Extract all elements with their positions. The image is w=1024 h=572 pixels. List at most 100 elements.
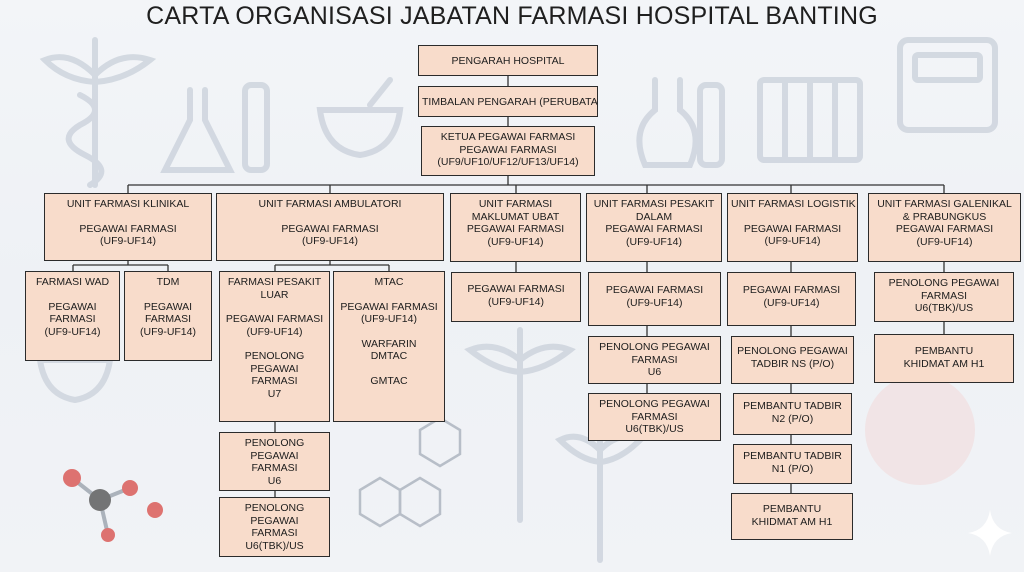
node-text-line: WARFARIN bbox=[361, 337, 417, 350]
page-title: CARTA ORGANISASI JABATAN FARMASI HOSPITA… bbox=[146, 2, 878, 30]
line-gap bbox=[337, 363, 441, 375]
node-text-line: DALAM bbox=[635, 210, 673, 223]
node-text-line: MTAC bbox=[374, 276, 404, 288]
node-text-line: KHIDMAT AM H1 bbox=[903, 357, 985, 370]
node-text-line: TIMBALAN PENGARAH (PERUBATAN) bbox=[422, 96, 598, 108]
node-text-line: (UF9-UF14) bbox=[626, 296, 683, 309]
node-text-line: PENOLONG PEGAWAI bbox=[599, 341, 710, 353]
node-text-line: PEGAWAI bbox=[250, 514, 299, 527]
node-text-line: U6 bbox=[267, 474, 282, 487]
node-text-line: (UF9-UF14) bbox=[764, 235, 821, 247]
node-text-line: & PRABUNGKUS bbox=[902, 210, 987, 223]
node-text-line: KETUA PEGAWAI FARMASI bbox=[440, 131, 576, 143]
node-text-line: PEGAWAI FARMASI bbox=[225, 313, 324, 325]
node-text-line: PEGAWAI FARMASI bbox=[281, 222, 379, 235]
line-gap bbox=[29, 289, 116, 301]
node-text-line: UNIT FARMASI PESAKIT bbox=[593, 198, 715, 210]
node-unit-farmasi-klinikal: UNIT FARMASI KLINIKAL PEGAWAI FARMASI(UF9… bbox=[44, 193, 212, 261]
node-text-line: (UF9-UF14) bbox=[763, 296, 820, 309]
node-text-line: PEGAWAI FARMASI bbox=[743, 222, 842, 235]
line-gap bbox=[48, 211, 208, 223]
sparkle-icon bbox=[968, 510, 1012, 556]
node-text-line: FARMASI bbox=[920, 289, 968, 302]
node-text-line: PEGAWAI bbox=[48, 300, 97, 313]
line-gap bbox=[220, 211, 440, 223]
caduceus-icon bbox=[39, 37, 157, 188]
node-text-line: PENGARAH HOSPITAL bbox=[451, 55, 565, 67]
node-text-line: (UF9-UF14) bbox=[301, 235, 358, 247]
caduceus-icon bbox=[464, 327, 576, 523]
line-gap bbox=[223, 338, 326, 350]
node-text-line: PEGAWAI bbox=[250, 449, 299, 462]
node-text-line: PENOLONG PEGAWAI bbox=[599, 398, 710, 410]
line-gap bbox=[223, 301, 326, 313]
node-text-line: N1 (P/O) bbox=[771, 462, 814, 475]
node-text-line: PEGAWAI FARMASI bbox=[459, 143, 557, 156]
node-text-line: FARMASI bbox=[251, 527, 298, 539]
node-text-line: (UF9-UF14) bbox=[625, 235, 682, 248]
node-text-line: MAKLUMAT UBAT bbox=[471, 210, 560, 223]
node-text-line: FARMASI bbox=[251, 375, 298, 387]
node-text-line: (UF9-UF14) bbox=[487, 295, 544, 308]
line-gap bbox=[337, 326, 441, 338]
node-text-line: KHIDMAT AM H1 bbox=[751, 515, 833, 528]
node-unit-farmasi-logistik: UNIT FARMASI LOGISTIK PEGAWAI FARMASI(UF9… bbox=[727, 193, 858, 262]
node-text-line: PEGAWAI FARMASI bbox=[340, 300, 438, 313]
node-unit-farmasi-ambulatori: UNIT FARMASI AMBULATORI PEGAWAI FARMASI(U… bbox=[216, 193, 444, 261]
node-text-line: (UF9-UF14) bbox=[139, 325, 196, 338]
node-text-line: PEGAWAI bbox=[143, 300, 193, 313]
node-text-line: UNIT FARMASI LOGISTIK bbox=[731, 198, 856, 210]
node-timbalan-pengarah: TIMBALAN PENGARAH (PERUBATAN) bbox=[418, 86, 598, 117]
node-text-line: FARMASI bbox=[631, 353, 678, 366]
node-text-line: LUAR bbox=[260, 288, 289, 301]
node-text-line: (UF9-UF14) bbox=[99, 235, 156, 247]
line-gap bbox=[731, 211, 854, 223]
node-text-line: PEGAWAI FARMASI bbox=[742, 284, 841, 296]
node-logistik-pegawai-farmasi: PEGAWAI FARMASI(UF9-UF14) bbox=[727, 272, 856, 326]
node-text-line: PEGAWAI FARMASI bbox=[895, 223, 994, 235]
node-text-line: PENOLONG PEGAWAI bbox=[888, 277, 1000, 289]
node-text-line: UNIT FARMASI bbox=[478, 198, 553, 210]
lab-flask-icon bbox=[636, 77, 725, 168]
node-text-line: (UF9-UF14) bbox=[44, 325, 101, 338]
node-text-line: FARMASI bbox=[251, 462, 298, 474]
node-text-line: (UF9-UF14) bbox=[360, 313, 417, 325]
node-text-line: PEGAWAI FARMASI bbox=[79, 222, 177, 235]
node-text-line: UNIT FARMASI AMBULATORI bbox=[258, 198, 402, 210]
node-text-line: DMTAC bbox=[370, 350, 408, 362]
line-gap bbox=[128, 289, 208, 301]
node-text-line: N2 (P/O) bbox=[771, 412, 814, 425]
node-text-line: (UF9-UF14) bbox=[487, 235, 544, 248]
molecule-icon bbox=[63, 469, 163, 542]
node-pengarah-hospital: PENGARAH HOSPITAL bbox=[418, 45, 598, 76]
line-gap bbox=[337, 289, 441, 301]
node-text-line: (UF9-UF14) bbox=[916, 235, 973, 248]
node-text-line: FARMASI bbox=[631, 410, 678, 423]
node-text-line: PEGAWAI bbox=[250, 362, 299, 375]
node-dalam-pegawai-farmasi: PEGAWAI FARMASI(UF9-UF14) bbox=[588, 272, 721, 326]
node-text-line: PEGAWAI FARMASI bbox=[605, 223, 703, 235]
node-text-line: PEGAWAI FARMASI bbox=[605, 284, 704, 296]
node-text-line: GMTAC bbox=[370, 374, 408, 387]
node-text-line: UNIT FARMASI GALENIKAL bbox=[877, 198, 1012, 210]
node-text-line: UNIT FARMASI KLINIKAL bbox=[66, 198, 190, 210]
node-text-line: PENOLONG bbox=[244, 502, 305, 514]
lab-flask-icon bbox=[160, 82, 270, 173]
